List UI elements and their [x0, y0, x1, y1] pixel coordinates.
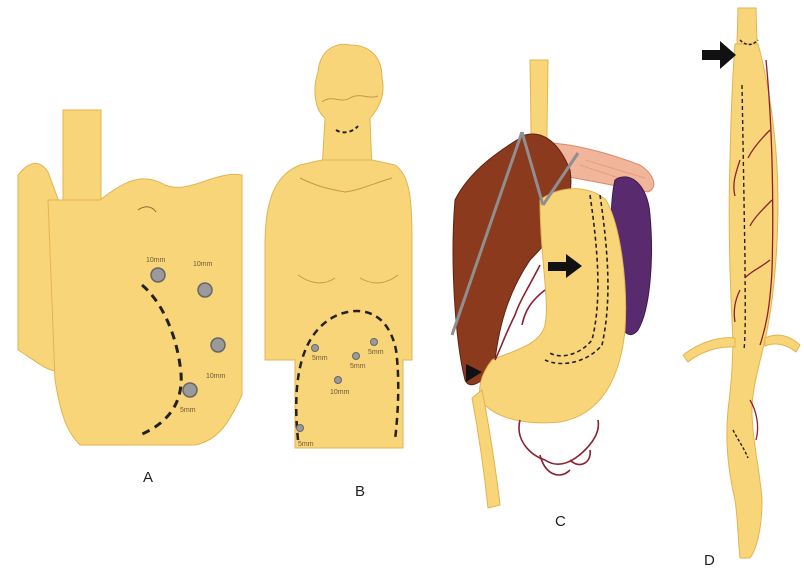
port-label: 10mm — [146, 257, 166, 264]
port-icon — [183, 383, 197, 397]
port-icon — [198, 283, 212, 297]
arrow-right-icon — [702, 41, 736, 69]
port-label: 5mm — [368, 349, 384, 356]
panel-d-diaphragm-right — [765, 335, 800, 352]
port-label: 5mm — [312, 355, 328, 362]
panel-a: 10mm 10mm 10mm 5mm A — [18, 110, 242, 486]
port-label: 5mm — [180, 407, 196, 414]
panel-b-head — [315, 44, 383, 170]
panel-c: C — [452, 60, 654, 530]
port-label: 10mm — [330, 389, 350, 396]
port-label: 5mm — [350, 363, 366, 370]
panel-a-label: A — [143, 469, 153, 486]
panel-d-label: D — [704, 552, 715, 569]
port-icon — [297, 425, 304, 432]
port-icon — [335, 377, 342, 384]
port-label: 10mm — [193, 261, 213, 268]
panel-b-label: B — [355, 483, 365, 500]
panel-a-torso — [48, 174, 242, 445]
panel-d-neck — [737, 8, 757, 44]
port-label: 5mm — [298, 441, 314, 448]
panel-a-neck — [63, 110, 101, 205]
panel-d-diaphragm-left — [683, 338, 735, 362]
panel-b: 5mm 5mm 5mm 10mm 5mm B — [265, 44, 412, 500]
panel-b-torso — [265, 160, 412, 448]
panel-d: D — [683, 8, 800, 569]
panel-c-label: C — [555, 513, 566, 530]
port-icon — [353, 353, 360, 360]
port-icon — [211, 338, 225, 352]
port-icon — [312, 345, 319, 352]
port-label: 10mm — [206, 373, 226, 380]
port-icon — [371, 339, 378, 346]
port-icon — [151, 268, 165, 282]
